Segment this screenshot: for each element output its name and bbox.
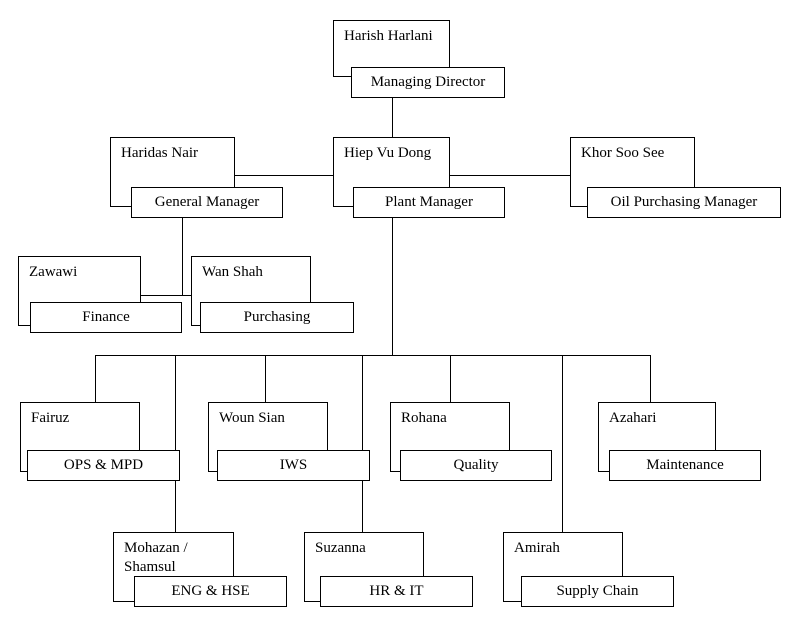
connector-stem-eng-hse xyxy=(175,355,176,533)
node-maintenance-title[interactable]: Maintenance xyxy=(609,450,761,481)
node-managing-director-title[interactable]: Managing Director xyxy=(351,67,505,98)
connector-stem-hr-it xyxy=(362,355,363,533)
connector-drop-maintenance xyxy=(650,355,651,403)
node-hr-it-title[interactable]: HR & IT xyxy=(320,576,473,607)
node-plant-manager-title[interactable]: Plant Manager xyxy=(353,187,505,218)
connector-row2-left-bar xyxy=(235,175,333,176)
connector-md-to-row2 xyxy=(392,98,393,142)
node-iws-title[interactable]: IWS xyxy=(217,450,370,481)
node-purchasing-title[interactable]: Purchasing xyxy=(200,302,354,333)
connector-drop-iws xyxy=(265,355,266,403)
connector-level4-bus xyxy=(95,355,650,356)
node-ops-mpd-title[interactable]: OPS & MPD xyxy=(27,450,180,481)
connector-stem-supply-chain xyxy=(562,355,563,533)
connector-plant-manager-down xyxy=(392,217,393,356)
connector-gm-down xyxy=(182,217,183,296)
connector-drop-ops-mpd xyxy=(95,355,96,403)
node-quality-title[interactable]: Quality xyxy=(400,450,552,481)
node-eng-hse-title[interactable]: ENG & HSE xyxy=(134,576,287,607)
node-oil-purchasing-manager-title[interactable]: Oil Purchasing Manager xyxy=(587,187,781,218)
node-supply-chain-title[interactable]: Supply Chain xyxy=(521,576,674,607)
node-general-manager-title[interactable]: General Manager xyxy=(131,187,283,218)
connector-drop-quality xyxy=(450,355,451,403)
node-finance-title[interactable]: Finance xyxy=(30,302,182,333)
connector-row2-right-bar xyxy=(450,175,587,176)
